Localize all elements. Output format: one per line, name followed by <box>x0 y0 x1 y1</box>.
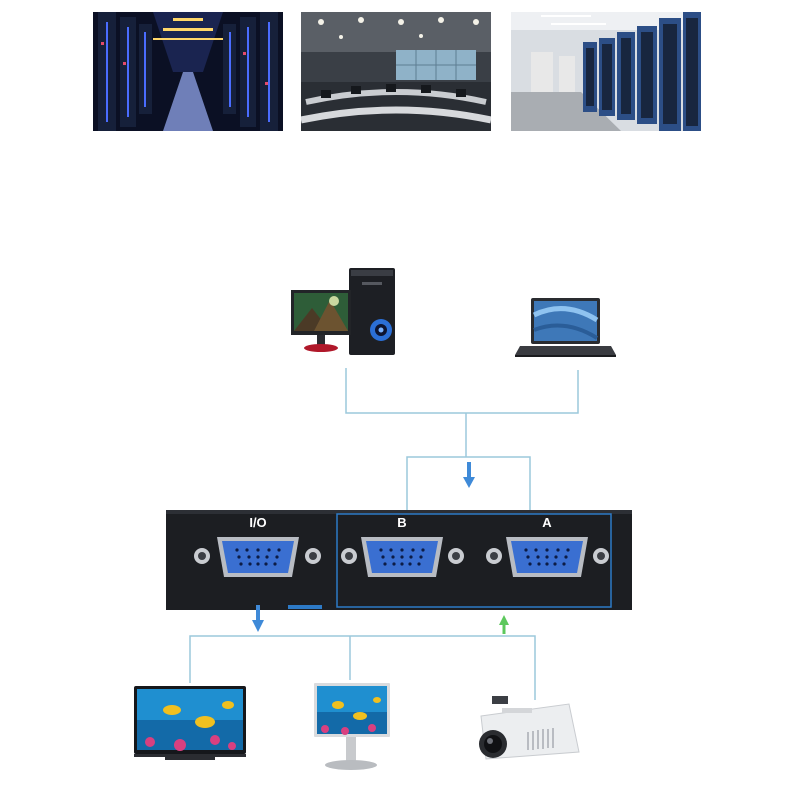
green-arrow-icon <box>499 615 509 634</box>
laptop-icon <box>515 298 616 357</box>
b-port-label: B <box>397 515 406 530</box>
vga-switch-panel: I/O B A <box>166 510 632 610</box>
monitor-icon <box>314 683 390 770</box>
desktop-pc-icon <box>291 268 395 355</box>
input-arrow-icon <box>463 462 475 488</box>
projector-icon <box>479 696 579 759</box>
source-wiring <box>346 368 578 512</box>
io-port-label: I/O <box>249 515 266 530</box>
tv-icon <box>134 686 246 760</box>
a-port-label: A <box>542 515 552 530</box>
